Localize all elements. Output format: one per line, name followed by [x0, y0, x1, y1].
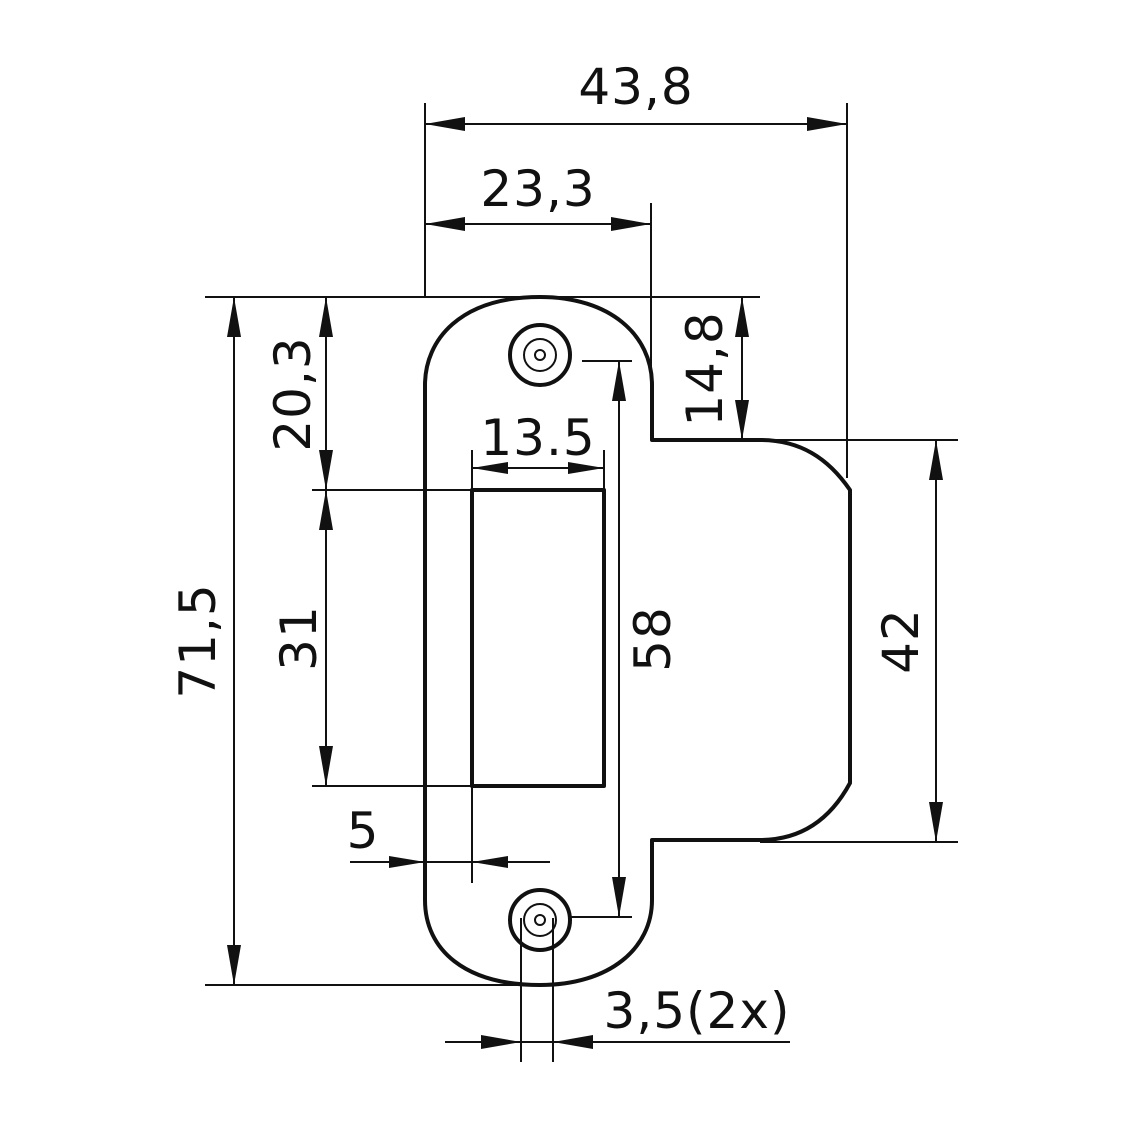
strike-slot	[470, 488, 606, 788]
dimension-label-overall-width: 43,8	[578, 58, 693, 116]
screw-hole-top	[508, 323, 572, 387]
dimension-plate-width: 23,3	[425, 160, 652, 440]
dimension-label-hole-spacing: 58	[624, 606, 682, 672]
dimension-label-overall-height: 71,5	[169, 583, 227, 698]
dimension-overall-width: 43,8	[424, 58, 848, 478]
dimension-label-slot-height: 31	[270, 605, 328, 671]
dimension-overall-height: 71,5	[169, 297, 241, 985]
dimension-slot-width: 13.5	[471, 409, 605, 490]
dimension-hole-diameter: 3,5(2x)	[445, 918, 790, 1062]
dimension-top-to-slot: 20,3	[264, 297, 472, 491]
dimension-lip-height: 42	[760, 440, 958, 843]
dimension-label-slot-width: 13.5	[480, 409, 595, 467]
dimension-label-edge-to-slot: 5	[347, 802, 380, 860]
dimension-hole-spacing: 58	[568, 360, 682, 918]
dimension-label-plate-width: 23,3	[480, 160, 595, 218]
screw-hole-bottom	[508, 888, 572, 952]
dimension-label-hole-diameter: 3,5(2x)	[604, 982, 791, 1040]
dimension-edge-to-slot: 5	[347, 786, 550, 883]
dimension-slot-height: 31	[270, 490, 472, 787]
dimension-label-top-to-lip: 14,8	[676, 311, 734, 426]
dimension-top-to-lip: 14,8	[652, 297, 958, 441]
dimension-label-lip-height: 42	[872, 608, 930, 674]
dimension-label-top-to-slot: 20,3	[264, 336, 322, 451]
